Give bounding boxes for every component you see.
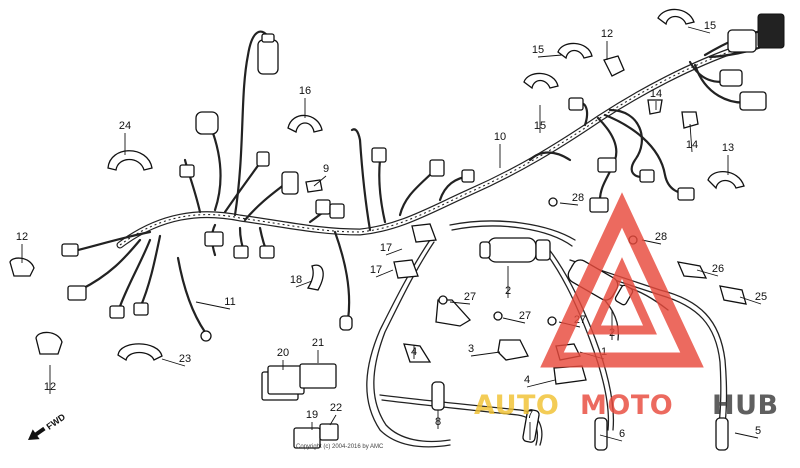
callout-label-6: 6 [619,428,625,440]
watermark-auto: AUTO [474,390,559,421]
callout-label-12: 12 [16,231,28,243]
callout-label-12: 12 [44,381,56,393]
callout-leader-25 [739,296,762,305]
callout-label-1: 1 [601,346,607,358]
callout-label-28: 28 [655,231,667,243]
callout-label-25: 25 [755,291,767,303]
callout-leader-11 [195,301,231,310]
callout-label-23: 23 [179,353,191,365]
callout-leader-27 [502,317,526,324]
callout-leader-26 [696,269,719,277]
fwd-arrow-icon [28,426,46,440]
callout-label-12: 12 [601,28,613,40]
watermark-hub: HUB [712,390,779,421]
wire-bands [9,8,745,362]
connectors [61,13,785,331]
ignition-coil-a [479,237,551,263]
callout-leader-5 [734,432,759,439]
callout-leader-22 [329,414,337,426]
callout-label-5: 5 [755,425,761,437]
callout-leader-28 [641,239,662,245]
callout-label-10: 10 [494,131,506,143]
callout-label-28: 28 [572,192,584,204]
autmotohub-watermark: AUTO MOTO HUB [474,192,779,421]
fwd-indicator: FWD [28,411,68,440]
callout-leader-17 [375,269,394,278]
callout-leader-4 [526,379,556,388]
callout-label-14: 14 [650,88,662,100]
callout-leader-27 [449,301,471,305]
fwd-label: FWD [45,411,68,431]
callout-leader-28 [559,202,579,206]
callout-label-11: 11 [224,296,235,308]
watermark-triangle-icon [540,192,704,368]
callout-leader-17 [385,248,403,256]
callout-leader-6 [599,434,623,442]
copyright-text: Copyright (c) 2004-2016 by AMC [296,444,384,450]
callout-label-15: 15 [704,20,716,32]
callout-label-4: 4 [524,374,530,386]
callout-label-4: 4 [411,346,417,358]
callout-leader-14 [689,123,693,153]
callout-label-26: 26 [712,263,724,275]
callout-label-20: 20 [277,347,289,359]
main-harness [68,28,777,322]
callout-leader-3 [470,351,501,357]
callout-label-27: 27 [464,291,476,303]
callout-label-17: 17 [370,264,382,276]
callout-label-27: 27 [519,310,531,322]
callout-leader-15 [687,26,711,34]
callout-label-8: 8 [435,416,441,428]
callout-label-22: 22 [330,402,342,414]
misc-parts [176,256,339,449]
callout-label-19: 19 [306,409,318,421]
callout-label-14: 14 [686,139,698,151]
callout-label-21: 21 [312,337,324,349]
callout-leader-18 [295,280,313,288]
callout-label-24: 24 [119,120,131,132]
callout-label-15: 15 [532,44,544,56]
spark-plug-caps [431,381,729,451]
callout-label-17: 17 [380,242,392,254]
callout-label-3: 3 [468,343,474,355]
callout-label-7: 7 [527,409,533,421]
callout-label-2: 2 [505,285,511,297]
callout-label-16: 16 [299,85,311,97]
callout-label-13: 13 [722,142,734,154]
callout-leader-15 [537,54,563,58]
callout-label-9: 9 [323,163,329,175]
callout-label-18: 18 [290,274,302,286]
watermark-moto: MOTO [580,390,673,421]
callout-leader-9 [313,175,327,187]
callout-label-15: 15 [534,120,546,132]
part-callouts: 2416915151512141410132828121717181122262… [16,20,767,442]
callout-leader-23 [161,358,186,367]
